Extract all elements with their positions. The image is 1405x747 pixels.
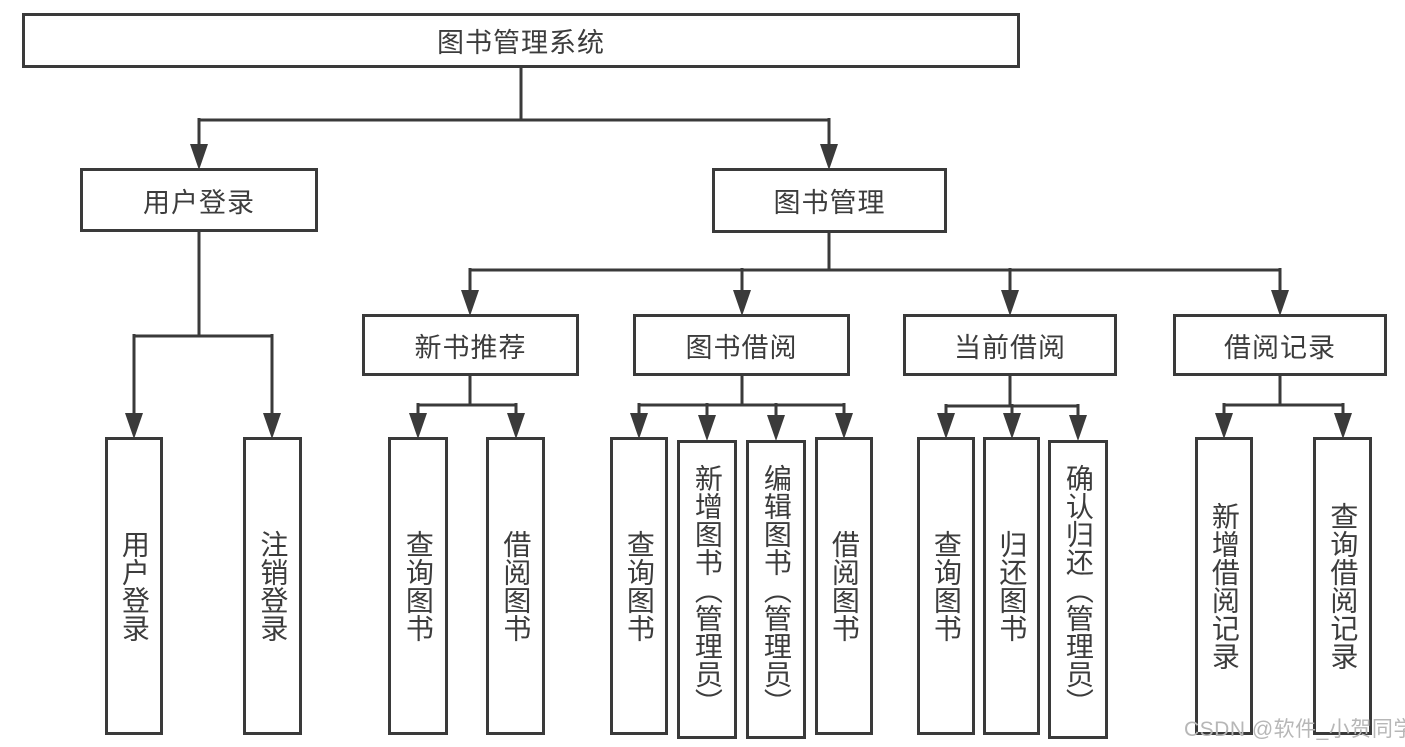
leaf-edit-books-admin: 编辑图书（管理员） [746, 440, 806, 739]
node-label: 注销登录 [257, 530, 289, 642]
node-label: 确认归还（管理员） [1062, 463, 1094, 716]
connector-userlogin-to-leaves [125, 231, 281, 439]
node-label: 借阅图书 [828, 530, 860, 642]
arrowhead-icon [820, 144, 838, 170]
arrowhead-icon [767, 415, 785, 441]
arrowhead-icon [1215, 413, 1233, 439]
connector-records-to-leaves [1215, 375, 1352, 439]
node-label: 用户登录 [118, 530, 150, 642]
node-label: 归还图书 [996, 530, 1028, 642]
connector-root-to-level2 [190, 67, 838, 170]
node-user-login: 用户登录 [80, 168, 318, 232]
arrowhead-icon [630, 413, 648, 439]
arrowhead-icon [125, 413, 143, 439]
connector-borrow-to-leaves [630, 375, 853, 441]
node-label: 借阅记录 [1224, 332, 1336, 363]
arrowhead-icon [1069, 415, 1087, 441]
node-label: 新增借阅记录 [1208, 502, 1240, 670]
node-label: 图书管理系统 [437, 28, 605, 58]
node-current-borrow: 当前借阅 [903, 314, 1117, 376]
arrowhead-icon [1001, 290, 1019, 316]
arrowhead-icon [835, 413, 853, 439]
leaf-add-borrow-record: 新增借阅记录 [1195, 437, 1253, 735]
node-borrow-records: 借阅记录 [1173, 314, 1387, 376]
leaf-borrow-books-recommend: 借阅图书 [486, 437, 545, 735]
node-label: 借阅图书 [500, 530, 532, 642]
arrowhead-icon [1003, 413, 1021, 439]
node-label: 新增图书（管理员） [691, 463, 723, 716]
arrowhead-icon [733, 290, 751, 316]
arrowhead-icon [461, 290, 479, 316]
leaf-confirm-return-admin: 确认归还（管理员） [1048, 440, 1108, 739]
node-label: 查询图书 [402, 530, 434, 642]
node-book-management: 图书管理 [712, 168, 947, 233]
node-label: 图书管理 [773, 188, 886, 218]
node-new-book-recommend: 新书推荐 [362, 314, 579, 376]
node-label: 新书推荐 [414, 332, 527, 363]
connector-bookmgmt-to-level3 [461, 232, 1289, 316]
node-label: 编辑图书（管理员） [760, 463, 792, 716]
node-label: 查询图书 [930, 530, 962, 642]
node-label: 当前借阅 [954, 332, 1066, 363]
node-label: 查询图书 [623, 530, 655, 642]
connector-recommend-to-leaves [409, 375, 525, 439]
watermark: CSDN @软件_小贺同学 [1184, 718, 1405, 741]
node-label: 查询借阅记录 [1327, 502, 1359, 670]
node-label: 图书借阅 [685, 332, 798, 363]
connector-current-to-leaves [937, 375, 1087, 441]
arrowhead-icon [190, 144, 208, 170]
arrowhead-icon [937, 413, 955, 439]
arrowhead-icon [263, 413, 281, 439]
node-library-management-system: 图书管理系统 [22, 13, 1020, 68]
leaf-query-books-recommend: 查询图书 [388, 437, 448, 735]
leaf-query-borrow-record: 查询借阅记录 [1313, 437, 1372, 735]
leaf-borrow-books: 借阅图书 [815, 437, 873, 735]
arrowhead-icon [698, 415, 716, 441]
leaf-query-books-current: 查询图书 [917, 437, 975, 735]
arrowhead-icon [507, 413, 525, 439]
node-label: 用户登录 [143, 187, 255, 218]
arrowhead-icon [1334, 413, 1352, 439]
arrowhead-icon [409, 413, 427, 439]
leaf-user-login: 用户登录 [105, 437, 163, 735]
node-book-borrow: 图书借阅 [633, 314, 850, 376]
leaf-return-books: 归还图书 [983, 437, 1040, 735]
leaf-add-books-admin: 新增图书（管理员） [677, 440, 737, 739]
arrowhead-icon [1271, 290, 1289, 316]
leaf-logout: 注销登录 [243, 437, 302, 735]
leaf-query-books-borrow: 查询图书 [610, 437, 668, 735]
